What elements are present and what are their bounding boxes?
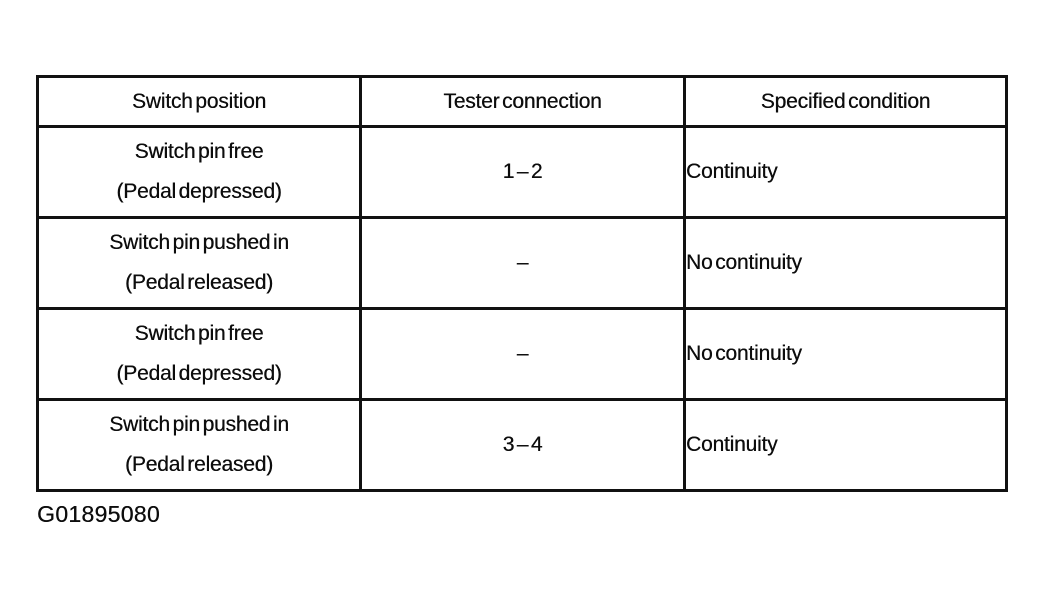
switch-position-line1: Switch pin free bbox=[134, 140, 264, 163]
cell-specified-condition: No continuity bbox=[683, 216, 1008, 310]
switch-position-line1: Switch pin free bbox=[134, 322, 264, 345]
cell-switch-position: Switch pin pushed in (Pedal released) bbox=[36, 398, 362, 492]
table-row: Switch pin free (Pedal depressed) – No c… bbox=[36, 307, 1008, 401]
cell-tester-connection: – bbox=[359, 307, 686, 401]
table-row: Switch pin free (Pedal depressed) 1 – 2 … bbox=[36, 125, 1008, 219]
col-header-tester-connection: Tester connection bbox=[359, 75, 686, 128]
cell-tester-connection: 3 – 4 bbox=[359, 398, 686, 492]
cell-switch-position: Switch pin free (Pedal depressed) bbox=[36, 125, 362, 219]
switch-position-line2: (Pedal released) bbox=[125, 453, 273, 476]
cell-tester-connection: – bbox=[359, 216, 686, 310]
cell-specified-condition: Continuity bbox=[683, 398, 1008, 492]
switch-position-line1: Switch pin pushed in bbox=[109, 231, 289, 254]
cell-switch-position: Switch pin free (Pedal depressed) bbox=[36, 307, 362, 401]
col-header-switch-position: Switch position bbox=[36, 75, 362, 128]
switch-position-line2: (Pedal released) bbox=[125, 271, 273, 294]
table-row: Switch pin pushed in (Pedal released) 3 … bbox=[36, 398, 1008, 492]
table-row: Switch pin pushed in (Pedal released) – … bbox=[36, 216, 1008, 310]
cell-specified-condition: No continuity bbox=[683, 307, 1008, 401]
figure-id-caption: G01895080 bbox=[37, 501, 160, 527]
switch-position-line1: Switch pin pushed in bbox=[109, 413, 289, 436]
col-header-specified-condition: Specified condition bbox=[683, 75, 1008, 128]
switch-position-line2: (Pedal depressed) bbox=[116, 180, 282, 203]
switch-position-line2: (Pedal depressed) bbox=[116, 362, 282, 385]
cell-tester-connection: 1 – 2 bbox=[359, 125, 686, 219]
continuity-spec-table: Switch position Tester connection Specif… bbox=[36, 75, 1008, 492]
table-header-row: Switch position Tester connection Specif… bbox=[36, 75, 1008, 128]
cell-specified-condition: Continuity bbox=[683, 125, 1008, 219]
cell-switch-position: Switch pin pushed in (Pedal released) bbox=[36, 216, 362, 310]
